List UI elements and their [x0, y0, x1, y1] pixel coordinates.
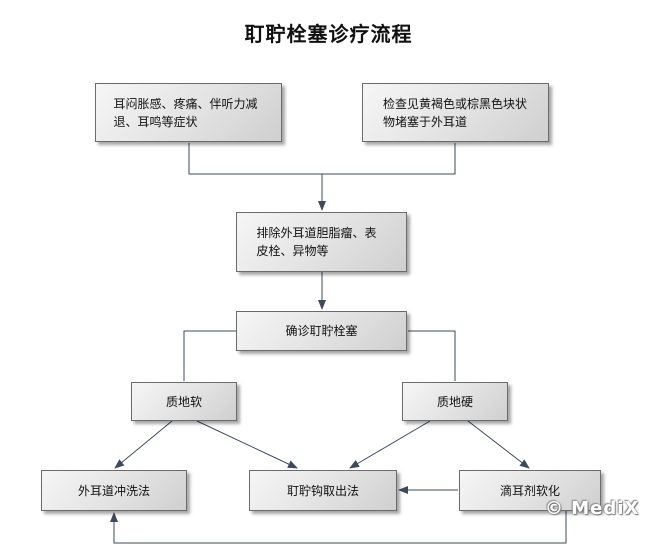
connector-to-hard	[408, 330, 456, 381]
soft-box: 质地软	[131, 382, 237, 421]
hard-box: 质地硬	[402, 382, 508, 421]
diagnose-box: 确诊耵聍栓塞	[236, 311, 407, 351]
hard-label: 质地硬	[436, 394, 473, 409]
page-title: 耵聍栓塞诊疗流程	[244, 22, 413, 46]
drops-box: 滴耳剂软化	[459, 470, 601, 511]
symptoms-box: 耳闷胀感、疼痛、伴听力减退、耳鸣等症状	[95, 83, 282, 142]
wash-box: 外耳道冲洗法	[41, 470, 187, 511]
exclude-label: 排除外耳道胆脂瘤、表皮栓、异物等	[256, 226, 377, 258]
watermark: © MediX	[545, 498, 640, 519]
hook-box: 耵聍钩取出法	[249, 470, 397, 511]
drops-label: 滴耳剂软化	[499, 483, 560, 498]
connector-to-soft	[183, 330, 237, 381]
arrow-drops-to-wash	[110, 511, 567, 544]
arrow-hard-to-hook	[349, 420, 431, 469]
arrow-soft-to-hook	[196, 420, 298, 469]
arrow-soft-to-wash	[114, 420, 173, 469]
exam-box: 检查见黄褐色或棕黑色块状物堵塞于外耳道	[362, 83, 549, 142]
wash-label: 外耳道冲洗法	[77, 483, 150, 498]
diagnose-label: 确诊耵聍栓塞	[285, 324, 358, 338]
hook-label: 耵聍钩取出法	[286, 483, 359, 498]
exam-label: 检查见黄褐色或棕黑色块状物堵塞于外耳道	[383, 96, 528, 129]
symptoms-label: 耳闷胀感、疼痛、伴听力减退、耳鸣等症状	[113, 96, 258, 129]
arrow-hard-to-drops	[467, 420, 530, 469]
exclude-box: 排除外耳道胆脂瘤、表皮栓、异物等	[236, 212, 407, 272]
soft-label: 质地软	[165, 394, 202, 409]
connector-symptoms-merge	[188, 143, 456, 175]
